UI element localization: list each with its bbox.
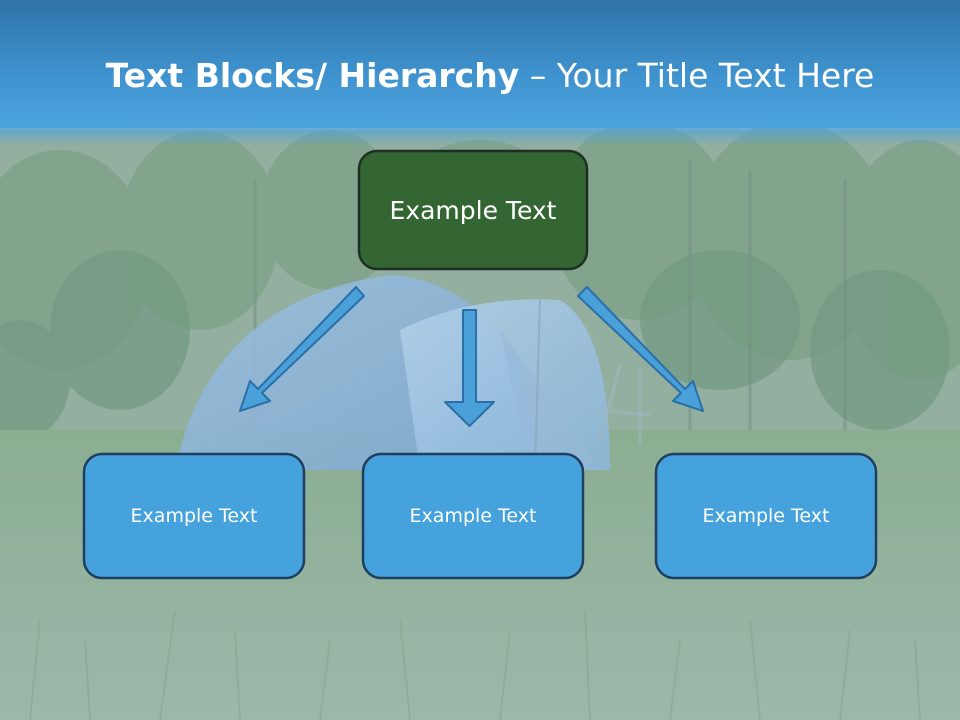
child-box-left-shape (82, 452, 306, 580)
slide-title: Text Blocks/ Hierarchy – Your Title Text… (0, 54, 960, 98)
arrow-down-icon (444, 309, 495, 427)
title-band (0, 0, 960, 146)
child-box-right-text[interactable]: Example Text (702, 505, 830, 527)
child-box-mid-shape (361, 452, 585, 580)
top-box-text[interactable]: Example Text (389, 195, 557, 225)
child-box-right-shape (654, 452, 878, 580)
child-box-mid-text[interactable]: Example Text (409, 505, 537, 527)
arrow-down-left-icon (239, 286, 365, 412)
top-box-shape (357, 149, 589, 271)
arrow-down-right-icon (577, 286, 704, 412)
child-box-left-text[interactable]: Example Text (130, 505, 258, 527)
slide-title-bold: Text Blocks/ Hierarchy (105, 56, 520, 95)
slide-title-rest: – Your Title Text Here (519, 56, 875, 95)
